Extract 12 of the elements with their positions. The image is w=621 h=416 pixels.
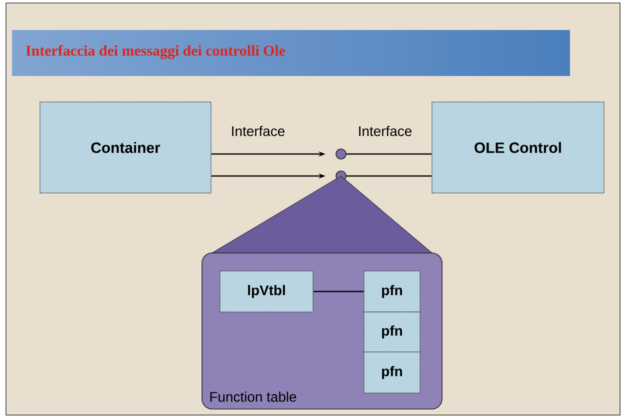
edge-label: Interface	[359, 126, 412, 136]
connector-line	[346, 175, 432, 177]
table-cell: pfn	[364, 312, 420, 352]
process-box: Container	[40, 102, 212, 194]
table-cell: pfn	[364, 270, 420, 312]
process-box: OLE Control	[432, 102, 604, 194]
title: Interfaccia dei messaggi dei controlli Ole	[26, 45, 286, 59]
table-cell: pfn	[364, 352, 420, 394]
edge-label: Interface	[232, 126, 285, 136]
pointer-box: lpVtbl	[220, 270, 314, 312]
connector-line	[313, 290, 364, 292]
connector-line	[346, 153, 432, 155]
